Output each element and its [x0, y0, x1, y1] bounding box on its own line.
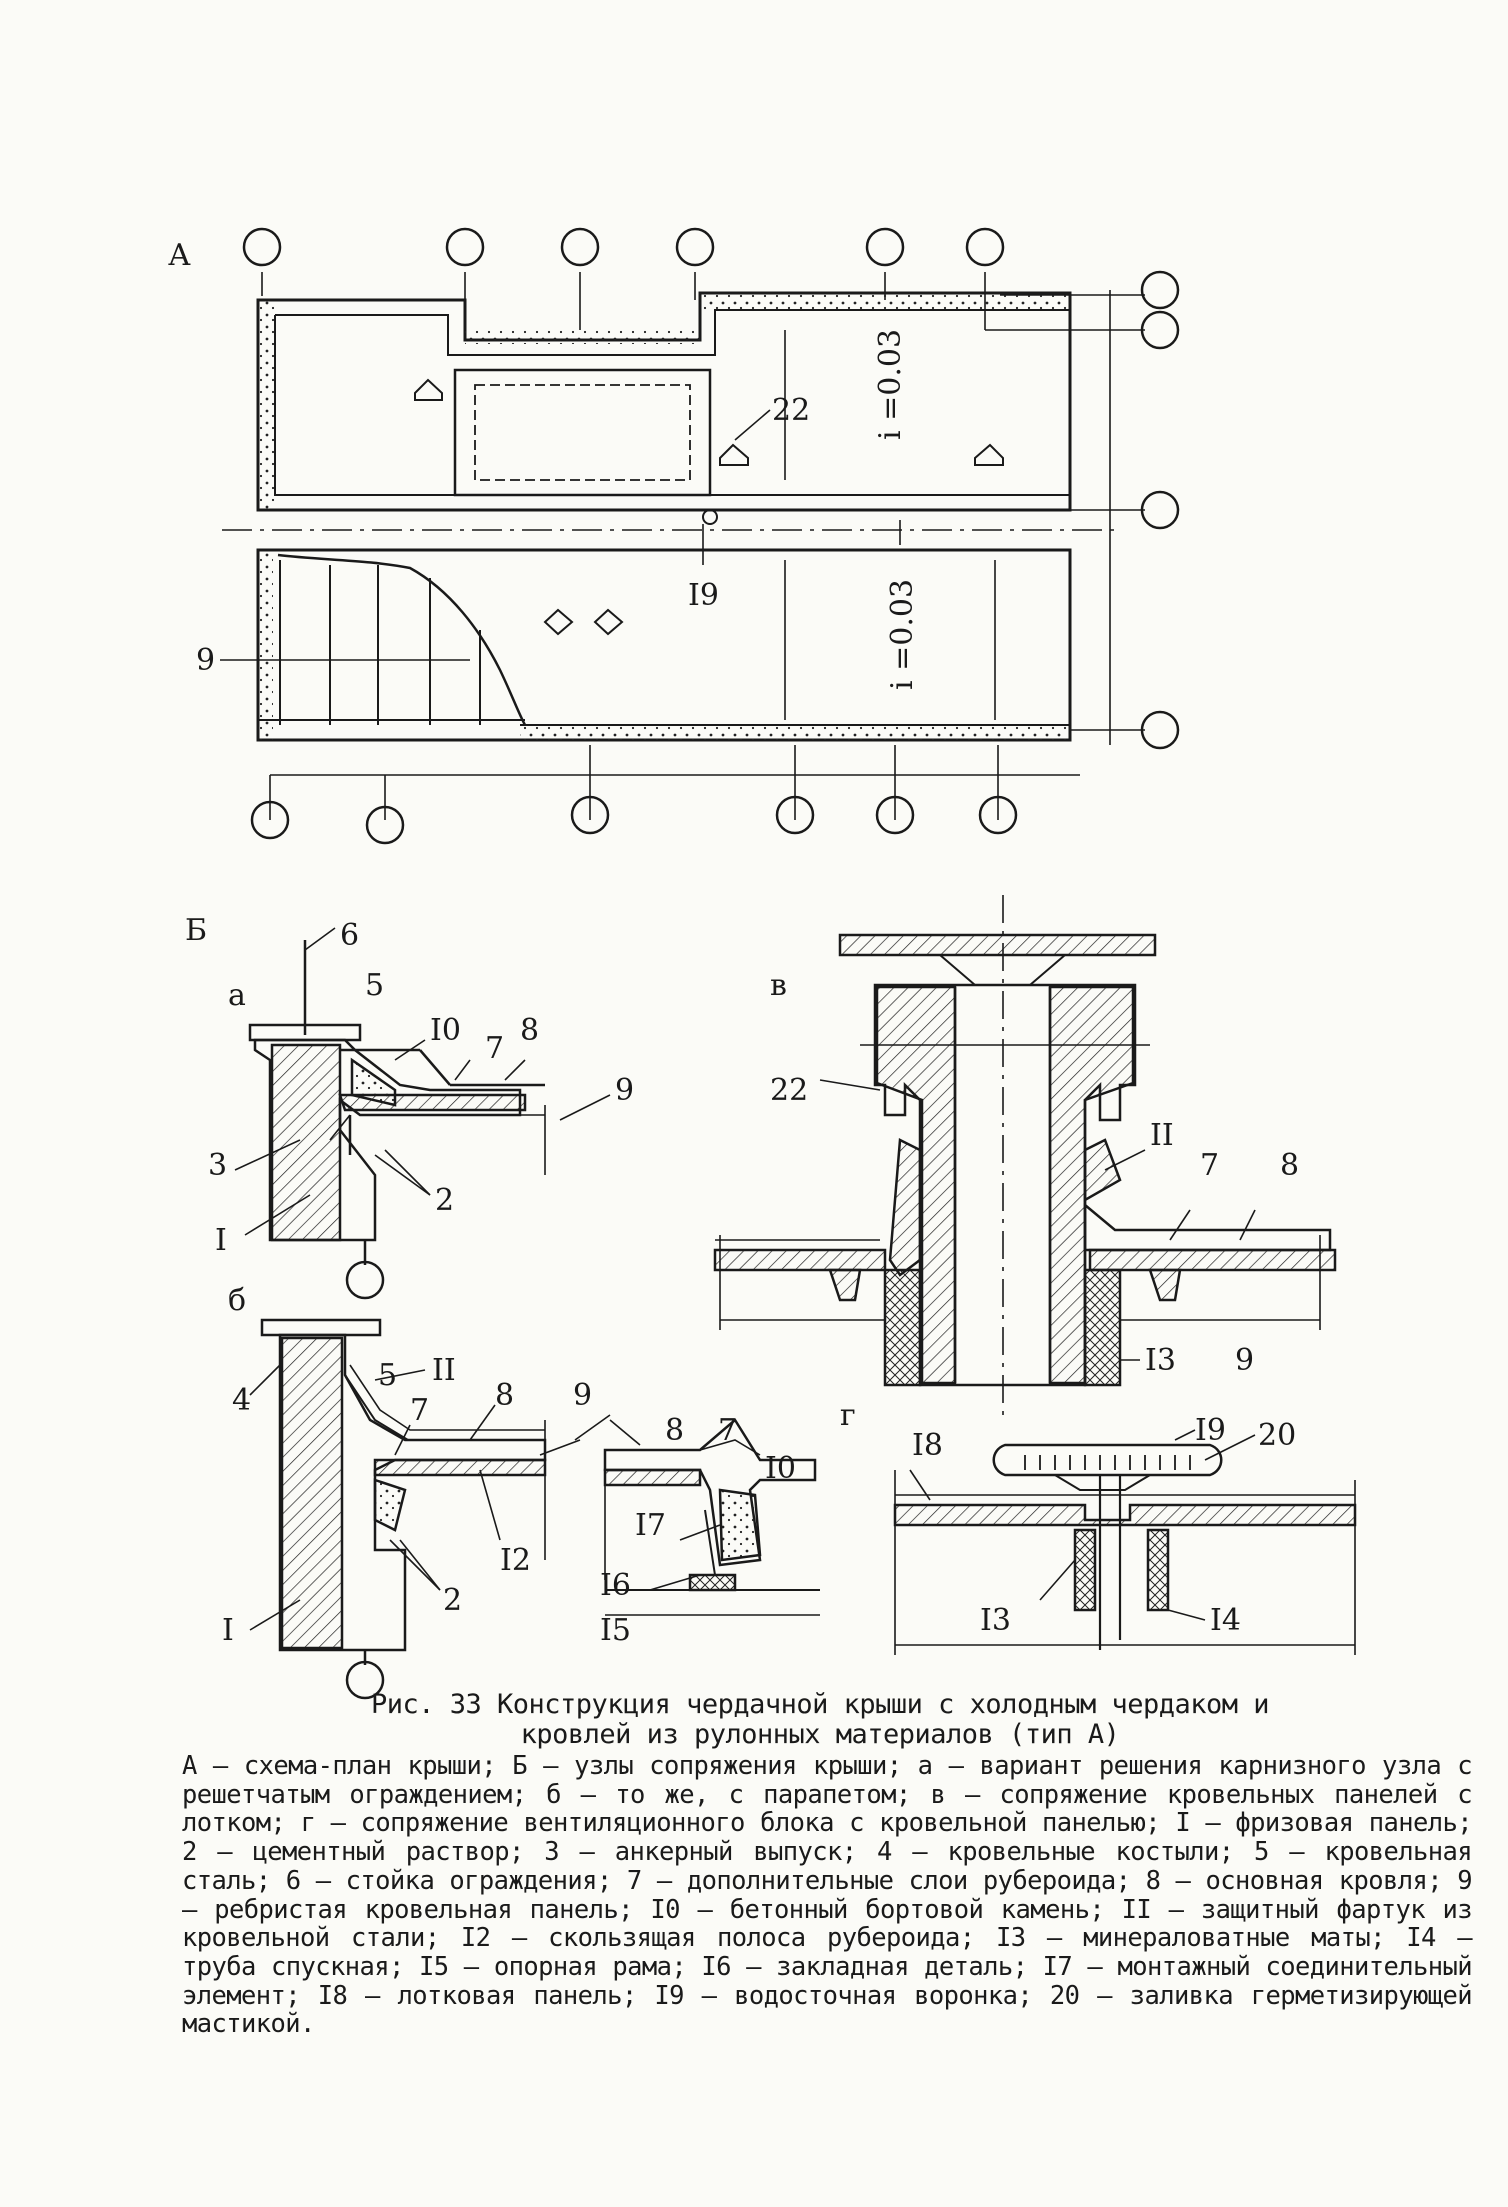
detail-g-label: г — [840, 1398, 856, 1433]
detail-v-num-11: II — [1150, 1118, 1174, 1153]
plan-ribbed-panel-cutaway — [277, 553, 527, 726]
detail-a-num-7: 7 — [485, 1031, 504, 1066]
detail-a-num-9: 9 — [615, 1073, 634, 1108]
plan-label-22: 22 — [772, 393, 810, 428]
detail-a-num-2: 2 — [435, 1183, 454, 1218]
detail-b: б 4 5 II 7 8 — [222, 1283, 820, 1700]
plan-axis-lines — [222, 272, 1145, 820]
plan-slope-top: i =0.03 — [873, 329, 908, 440]
detail-b-num-10: I0 — [765, 1451, 796, 1486]
detail-b-num-7: 7 — [410, 1393, 429, 1428]
plan-section: А — [168, 227, 1180, 845]
detail-a-label: а — [228, 978, 246, 1013]
detail-b-num-8: 8 — [495, 1378, 514, 1413]
caption-title-line-1: Рис. 33 Конструкция чердачной крыши с хо… — [370, 1689, 1270, 1720]
detail-a-num-5: 5 — [365, 968, 384, 1003]
detail-a-num-8: 8 — [520, 1013, 539, 1048]
detail-v: в 22 II 7 8 I3 9 — [713, 895, 1337, 1420]
detail-g-num-14: I4 — [1210, 1603, 1241, 1638]
detail-g-num-18: I8 — [912, 1428, 943, 1463]
detail-b-num-9: 9 — [573, 1378, 592, 1413]
detail-b-num-4: 4 — [232, 1383, 251, 1418]
plan-section-label: А — [168, 238, 191, 273]
detail-b-num-5: 5 — [378, 1358, 397, 1393]
detail-b-num-1: I — [222, 1613, 234, 1648]
plan-drain-icons — [414, 378, 1004, 636]
caption-title-line-2: кровлей из рулонных материалов (тип А) — [520, 1719, 1120, 1750]
plan-label-19: I9 — [688, 578, 719, 613]
plan-slope-bottom: i =0.03 — [885, 579, 920, 690]
detail-a-num-3: 3 — [208, 1148, 227, 1183]
detail-g: г I8 I9 20 I3 I4 — [840, 1398, 1357, 1655]
detail-a-num-6: 6 — [340, 918, 359, 953]
detail-g-num-13: I3 — [980, 1603, 1011, 1638]
detail-b-num-15: I5 — [600, 1613, 631, 1648]
detail-b-num-12: I2 — [500, 1543, 531, 1578]
detail-v-label: в — [770, 968, 787, 1003]
detail-b-num-16: I6 — [600, 1568, 631, 1603]
details-section-label: Б — [185, 913, 207, 948]
detail-v-num-9: 9 — [1235, 1343, 1254, 1378]
detail-v-num-8: 8 — [1280, 1148, 1299, 1183]
detail-a-num-1: I — [215, 1223, 227, 1258]
detail-g-num-19: I9 — [1195, 1413, 1226, 1448]
figure-caption-legend: А – схема-план крыши; Б – узлы сопряжени… — [182, 1751, 1473, 2040]
detail-v-num-7: 7 — [1200, 1148, 1219, 1183]
detail-a: а 6 5 I0 7 8 9 3 2 I — [208, 918, 634, 1300]
detail-v-num-22: 22 — [770, 1073, 808, 1108]
detail-b-num-8b: 8 — [665, 1413, 684, 1448]
detail-a-num-10: I0 — [430, 1013, 461, 1048]
detail-b-num-7b: 7 — [718, 1413, 737, 1448]
detail-b-label: б — [228, 1283, 246, 1318]
detail-b-num-2: 2 — [443, 1583, 462, 1618]
detail-b-num-17: I7 — [635, 1508, 666, 1543]
detail-v-num-13: I3 — [1145, 1343, 1176, 1378]
detail-b-num-11: II — [432, 1353, 456, 1388]
detail-g-num-20: 20 — [1258, 1418, 1296, 1453]
figure-caption-title: Рис. 33 Конструкция чердачной крыши с хо… — [200, 1690, 1440, 1750]
plan-axis-bubbles — [242, 227, 1180, 845]
plan-label-9: 9 — [196, 643, 215, 678]
